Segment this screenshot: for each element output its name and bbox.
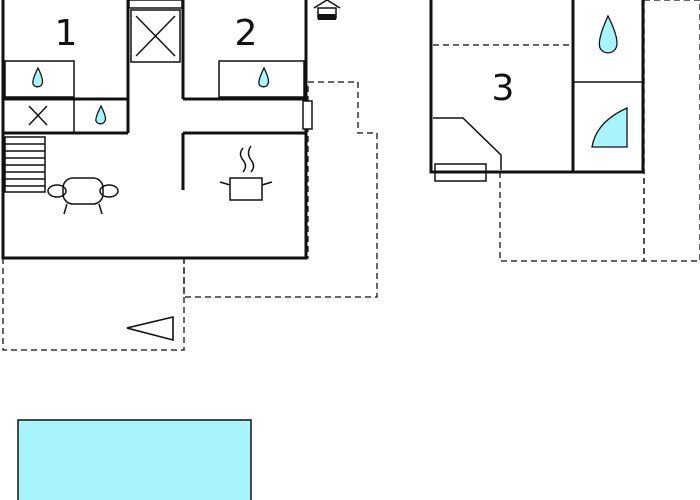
terrace-annex	[499, 171, 645, 262]
room-number-3: 3	[492, 68, 515, 109]
mailbox-icon	[313, 0, 341, 20]
main-house-floor	[3, 0, 306, 258]
cooking-pot-icon	[219, 145, 273, 201]
room-number-1: 1	[55, 13, 78, 54]
skylight	[128, 0, 183, 9]
bedroom-2-sink-counter	[218, 60, 305, 98]
toilet-icon-cross	[28, 105, 48, 126]
pool	[17, 419, 252, 500]
shower-icon	[591, 106, 628, 148]
bedroom-1-sink-counter	[4, 60, 75, 98]
window	[302, 100, 313, 130]
annex-counter	[433, 117, 502, 170]
skylight-icon	[130, 9, 181, 63]
room-number-2: 2	[235, 13, 258, 54]
skylight-cross	[135, 15, 176, 57]
sofa-icon	[47, 177, 119, 215]
stairs-icon	[4, 136, 46, 193]
terrace-covered	[183, 81, 378, 298]
water-drop-icon	[258, 66, 270, 88]
north-arrow-icon	[126, 315, 174, 342]
water-drop-icon	[32, 66, 44, 88]
annex-walls	[429, 0, 645, 174]
annex-heater	[434, 163, 487, 182]
terrace-side	[643, 0, 700, 262]
water-drop-icon	[95, 104, 107, 125]
water-drop-icon	[598, 14, 618, 54]
